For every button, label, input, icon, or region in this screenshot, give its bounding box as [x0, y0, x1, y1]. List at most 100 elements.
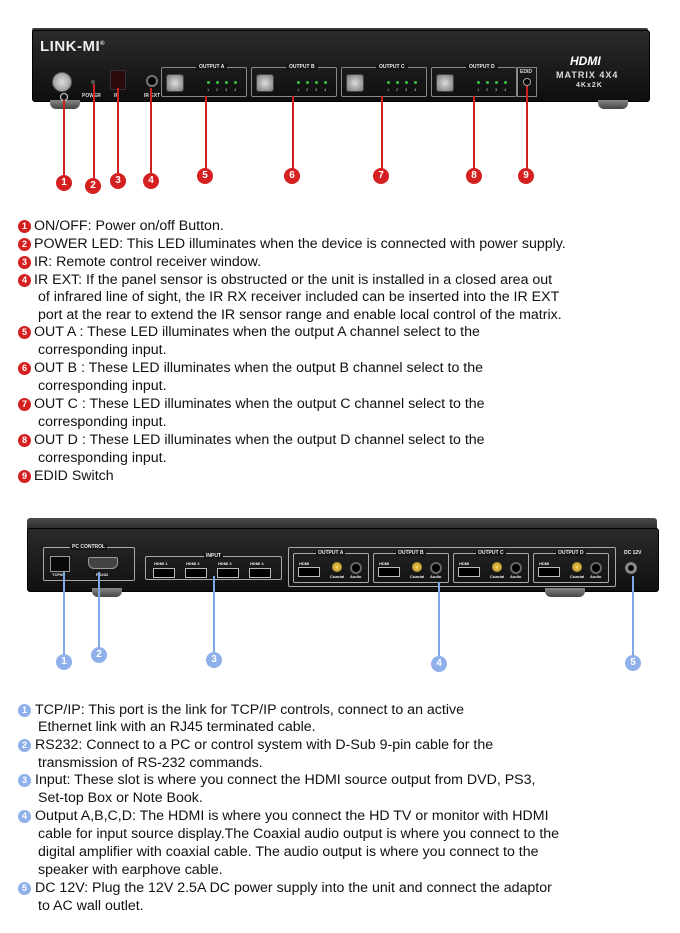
led-number: 1: [477, 87, 480, 92]
hdmi-output-port[interactable]: [538, 567, 560, 577]
dc-label: DC 12V: [624, 550, 642, 556]
callout-line: [63, 100, 65, 175]
description-text: to AC wall outlet.: [38, 898, 144, 914]
device-foot: [50, 100, 80, 109]
led: [306, 81, 309, 84]
description-text: of infrared line of sight, the IR RX rec…: [38, 289, 560, 305]
coaxial-port[interactable]: [572, 562, 582, 572]
output-group-label: OUTPUT A: [196, 64, 228, 70]
port-label: Audio: [350, 574, 362, 579]
rear-panel: [27, 528, 659, 592]
output-b-box: OUTPUT B HDMI Coaxial Audio: [373, 550, 449, 583]
rs232-label: RS232: [96, 572, 109, 577]
input-port-label: HDMI 1: [154, 561, 168, 566]
output-b-select-button[interactable]: [256, 74, 274, 92]
led-number: 4: [504, 87, 507, 92]
led: [405, 81, 408, 84]
hdmi-input-port[interactable]: [249, 568, 271, 578]
output-d-select-button[interactable]: [436, 74, 454, 92]
dc-power-jack[interactable]: [625, 562, 637, 574]
callout-line: [93, 84, 95, 179]
coaxial-port[interactable]: [332, 562, 342, 572]
callout-badge: 5: [197, 168, 213, 184]
audio-port[interactable]: [350, 562, 362, 574]
led: [225, 81, 228, 84]
coaxial-port[interactable]: [412, 562, 422, 572]
tcpip-label: TCP/IP: [52, 572, 65, 577]
hdmi-input-port[interactable]: [185, 568, 207, 578]
audio-port[interactable]: [590, 562, 602, 574]
output-label: OUTPUT B: [396, 550, 426, 556]
callout-line: [526, 86, 528, 173]
description-text: transmission of RS-232 commands.: [38, 755, 263, 771]
hdmi-output-port[interactable]: [378, 567, 400, 577]
coaxial-port[interactable]: [492, 562, 502, 572]
led: [504, 81, 507, 84]
port-label: Coaxial: [330, 574, 345, 579]
input-port-label: HDMI 3: [218, 561, 232, 566]
callout-line: [205, 96, 207, 173]
edid-switch[interactable]: [523, 78, 531, 86]
item-number: 8: [18, 434, 31, 447]
led: [234, 81, 237, 84]
led-number: 4: [234, 87, 237, 92]
output-group-label: OUTPUT C: [376, 64, 408, 70]
led-number: 3: [495, 87, 498, 92]
output-c-select-button[interactable]: [346, 74, 364, 92]
port-label: HDMI: [459, 561, 470, 566]
item-number: 3: [18, 774, 31, 787]
description-text: OUT D : These LED illuminates when the o…: [34, 432, 485, 448]
output-group-c: OUTPUT C 1 2 3 4: [341, 64, 427, 97]
callout-line: [98, 572, 100, 648]
hdmi-input-port[interactable]: [217, 568, 239, 578]
callout-line: [150, 88, 152, 175]
led: [387, 81, 390, 84]
description-text: IR: Remote control receiver window.: [34, 254, 262, 270]
output-d-box: OUTPUT D HDMI Coaxial Audio: [533, 550, 609, 583]
hdmi-input-port[interactable]: [153, 568, 175, 578]
hdmi-output-port[interactable]: [298, 567, 320, 577]
description-text: Ethernet link with an RJ45 terminated ca…: [38, 719, 316, 735]
input-label: INPUT: [204, 553, 223, 559]
audio-port[interactable]: [430, 562, 442, 574]
item-number: 1: [18, 704, 31, 717]
description-text: corresponding input.: [38, 378, 167, 394]
description-text: EDID Switch: [34, 468, 114, 484]
power-button[interactable]: [52, 72, 72, 92]
rear-panel-top: [27, 518, 657, 530]
callout-badge: 1: [56, 654, 72, 670]
model-resolution: 4Kx2K: [576, 82, 603, 89]
led: [297, 81, 300, 84]
rs232-port[interactable]: [88, 557, 118, 569]
tcpip-port[interactable]: [50, 556, 70, 572]
port-label: HDMI: [379, 561, 390, 566]
callout-line: [63, 572, 65, 656]
description-text: POWER LED: This LED illuminates when the…: [34, 236, 566, 252]
ir-ext-label: IR EXT: [144, 93, 161, 99]
led: [207, 81, 210, 84]
led-number: 2: [306, 87, 309, 92]
pc-control-box: PC CONTROL TCP/IP RS232: [43, 544, 135, 581]
output-a-select-button[interactable]: [166, 74, 184, 92]
port-label: Audio: [590, 574, 602, 579]
hdmi-output-port[interactable]: [458, 567, 480, 577]
description-text: corresponding input.: [38, 450, 167, 466]
led: [477, 81, 480, 84]
led-number: 3: [315, 87, 318, 92]
led-number: 4: [414, 87, 417, 92]
led-number: 1: [387, 87, 390, 92]
callout-line: [381, 96, 383, 173]
audio-port[interactable]: [510, 562, 522, 574]
ir-ext-port[interactable]: [146, 75, 158, 87]
output-c-box: OUTPUT C HDMI Coaxial Audio: [453, 550, 529, 583]
item-number: 9: [18, 470, 31, 483]
ir-label: IR: [114, 93, 119, 99]
callout-line: [632, 576, 634, 656]
callout-badge: 4: [143, 173, 159, 189]
outputs-box: [288, 547, 616, 587]
